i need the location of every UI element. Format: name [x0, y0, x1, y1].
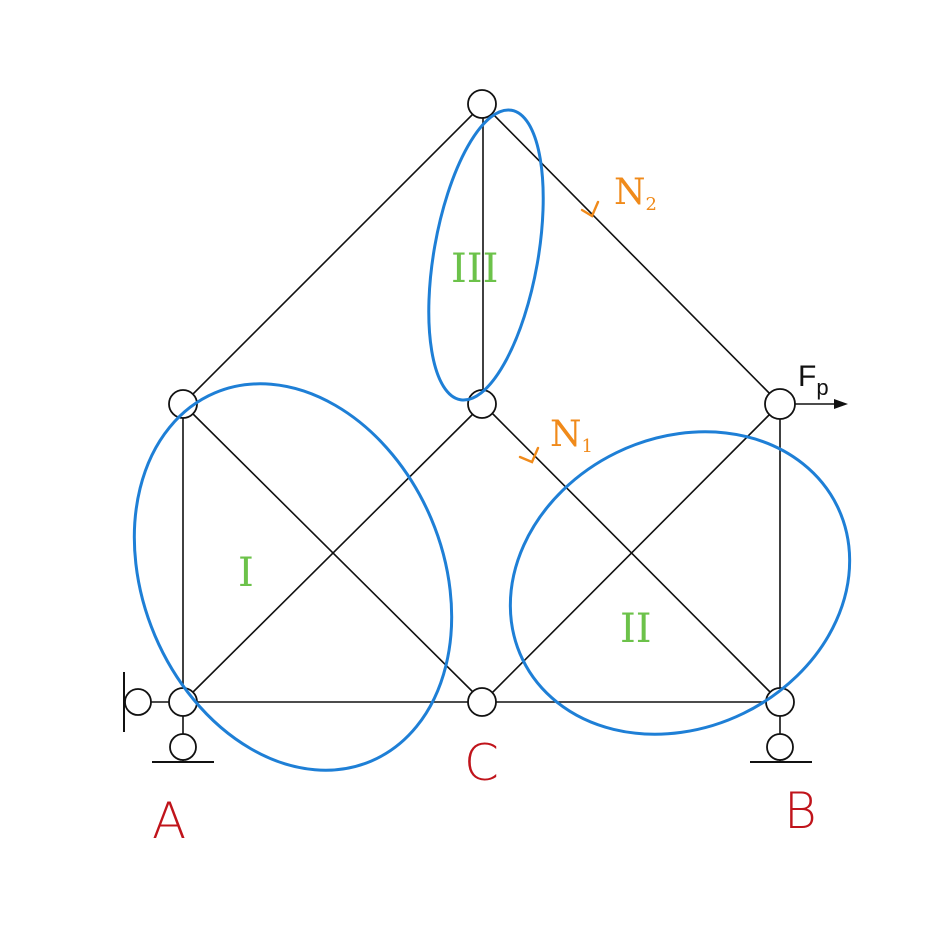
load-arrowhead [834, 399, 848, 409]
n2-label-subscript: 2 [646, 194, 657, 215]
n1-label: N1 [550, 414, 593, 457]
member-apex-right [482, 103, 781, 405]
joint-bottom-middle [467, 687, 497, 717]
support-a-label: A [152, 792, 186, 850]
region-two-label: II [620, 606, 652, 652]
member-right-diagonal-up [482, 403, 781, 703]
support-b-hinge [766, 733, 794, 761]
truss-joints [124, 89, 796, 761]
load-label-subscript: p [816, 375, 828, 400]
region-three-label: III [451, 246, 498, 292]
joint-bottom-left [168, 687, 198, 717]
n2-label: N2 [614, 172, 657, 215]
n2-label-main: N [614, 172, 646, 213]
n1-label-subscript: 1 [582, 436, 593, 457]
support-a-vertical-hinge [169, 733, 197, 761]
member-force-markers [518, 200, 600, 464]
load-label: Fp [798, 360, 829, 400]
labels: A B C Fp N2 N1 I II III [152, 172, 829, 850]
region-outlines [132, 108, 852, 772]
n1-label-main: N [550, 414, 582, 455]
support-b-label: B [784, 782, 817, 840]
joint-apex [467, 89, 497, 119]
region-three-outline [427, 108, 545, 402]
member-apex-left [182, 103, 484, 405]
n1-arrow-icon [518, 446, 540, 464]
load-label-main: F [798, 360, 816, 393]
region-one-outline [132, 382, 454, 772]
joint-top-middle [467, 389, 497, 419]
support-a-horizontal-hinge [124, 688, 152, 716]
region-one-label: I [238, 550, 254, 596]
n2-arrow-icon [580, 200, 600, 218]
support-c-label: C [464, 734, 499, 792]
load-arrow [794, 399, 848, 409]
region-two-outline [508, 430, 852, 736]
member-left-diagonal-up [182, 403, 484, 703]
joint-top-right [764, 388, 796, 420]
